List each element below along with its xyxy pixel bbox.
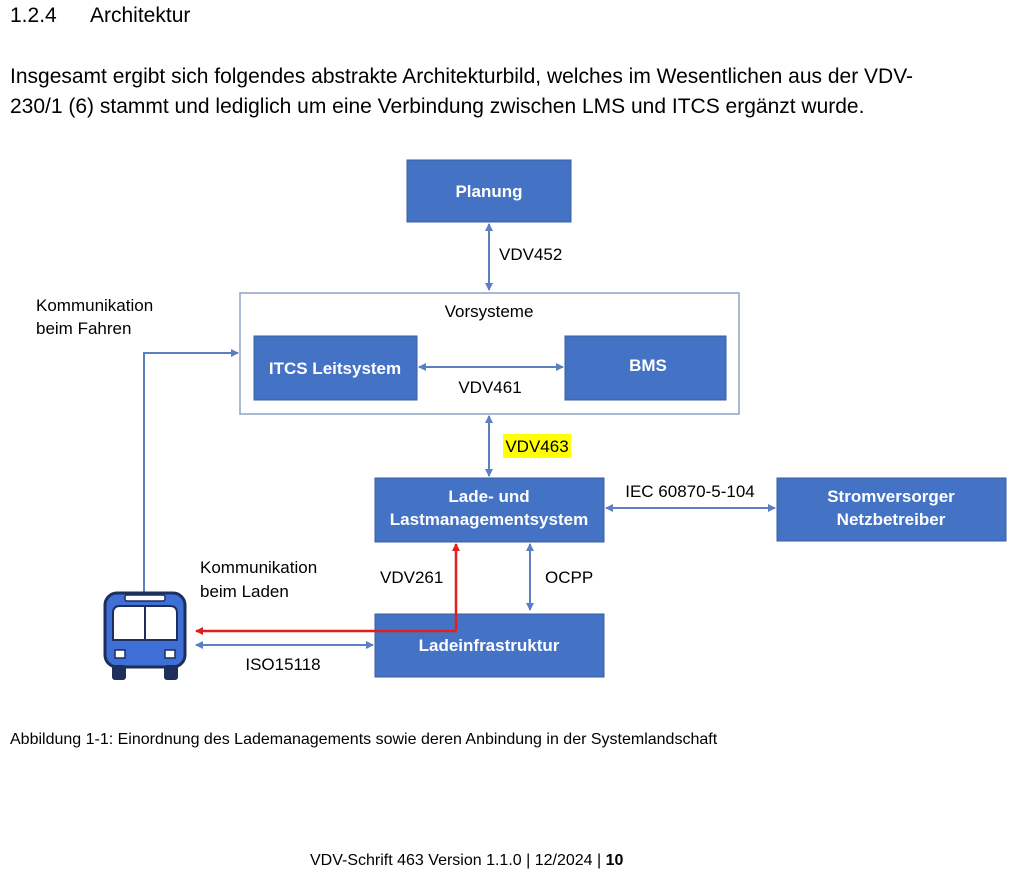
- vdv463-label: VDV463: [505, 437, 568, 456]
- itcs-label: ITCS Leitsystem: [269, 359, 401, 378]
- bus-icon: [103, 591, 187, 680]
- vdv461-label: VDV461: [458, 378, 521, 397]
- itcs-box: [253, 335, 418, 401]
- iec-label: IEC 60870-5-104: [625, 482, 754, 501]
- page-footer: VDV-Schrift 463 Version 1.1.0 | 12/2024 …: [310, 852, 623, 870]
- stromversorger-label-line-2: Netzbetreiber: [837, 510, 946, 529]
- intro-line-1: Insgesamt ergibt sich folgendes abstrakt…: [10, 65, 914, 88]
- vdv452-label: VDV452: [499, 245, 562, 264]
- vorsysteme-label: Vorsysteme: [445, 302, 534, 321]
- intro-paragraph: Insgesamt ergibt sich folgendes abstrakt…: [10, 62, 1010, 122]
- lms-label-line-2: Lastmanagementsystem: [390, 510, 588, 529]
- section-title: Architektur: [90, 4, 191, 27]
- section-heading: 1.2.4 Architektur: [10, 4, 190, 28]
- planung-box: [406, 159, 572, 223]
- fahren-arrow: [143, 349, 239, 598]
- stromversorger-label-line-1: Stromversorger: [827, 487, 955, 506]
- intro-line-2: 230/1 (6) stammt und lediglich um eine V…: [10, 95, 865, 118]
- vdv261-label: VDV261: [380, 568, 443, 587]
- figure-caption: Abbildung 1-1: Einordnung des Lademanage…: [10, 731, 718, 748]
- ocpp-label: OCPP: [545, 568, 593, 587]
- section-number: 1.2.4: [10, 4, 57, 27]
- footer-text: VDV-Schrift 463 Version 1.1.0 | 12/2024 …: [310, 852, 602, 869]
- stromversorger-box: [776, 477, 1007, 542]
- iso-label: ISO15118: [245, 655, 320, 674]
- ladeinfrastruktur-box: [374, 613, 605, 678]
- lms-box: [374, 477, 605, 543]
- page-number: 10: [605, 852, 624, 869]
- vdv463-highlight: [503, 434, 571, 458]
- komm-laden-line-1: Kommunikation: [200, 558, 317, 577]
- planung-label: Planung: [455, 182, 522, 201]
- komm-fahren-line-1: Kommunikation: [36, 296, 153, 315]
- komm-fahren-line-2: beim Fahren: [36, 319, 131, 338]
- bms-label: BMS: [629, 356, 667, 375]
- bms-box: [564, 335, 727, 401]
- architecture-diagram: Planung VDV452 Vorsysteme ITCS Leitsyste…: [36, 159, 1007, 680]
- ladeinfrastruktur-label: Ladeinfrastruktur: [419, 636, 560, 655]
- lms-label-line-1: Lade- und: [448, 487, 529, 506]
- vorsysteme-container: [239, 292, 740, 415]
- komm-laden-line-2: beim Laden: [200, 582, 289, 601]
